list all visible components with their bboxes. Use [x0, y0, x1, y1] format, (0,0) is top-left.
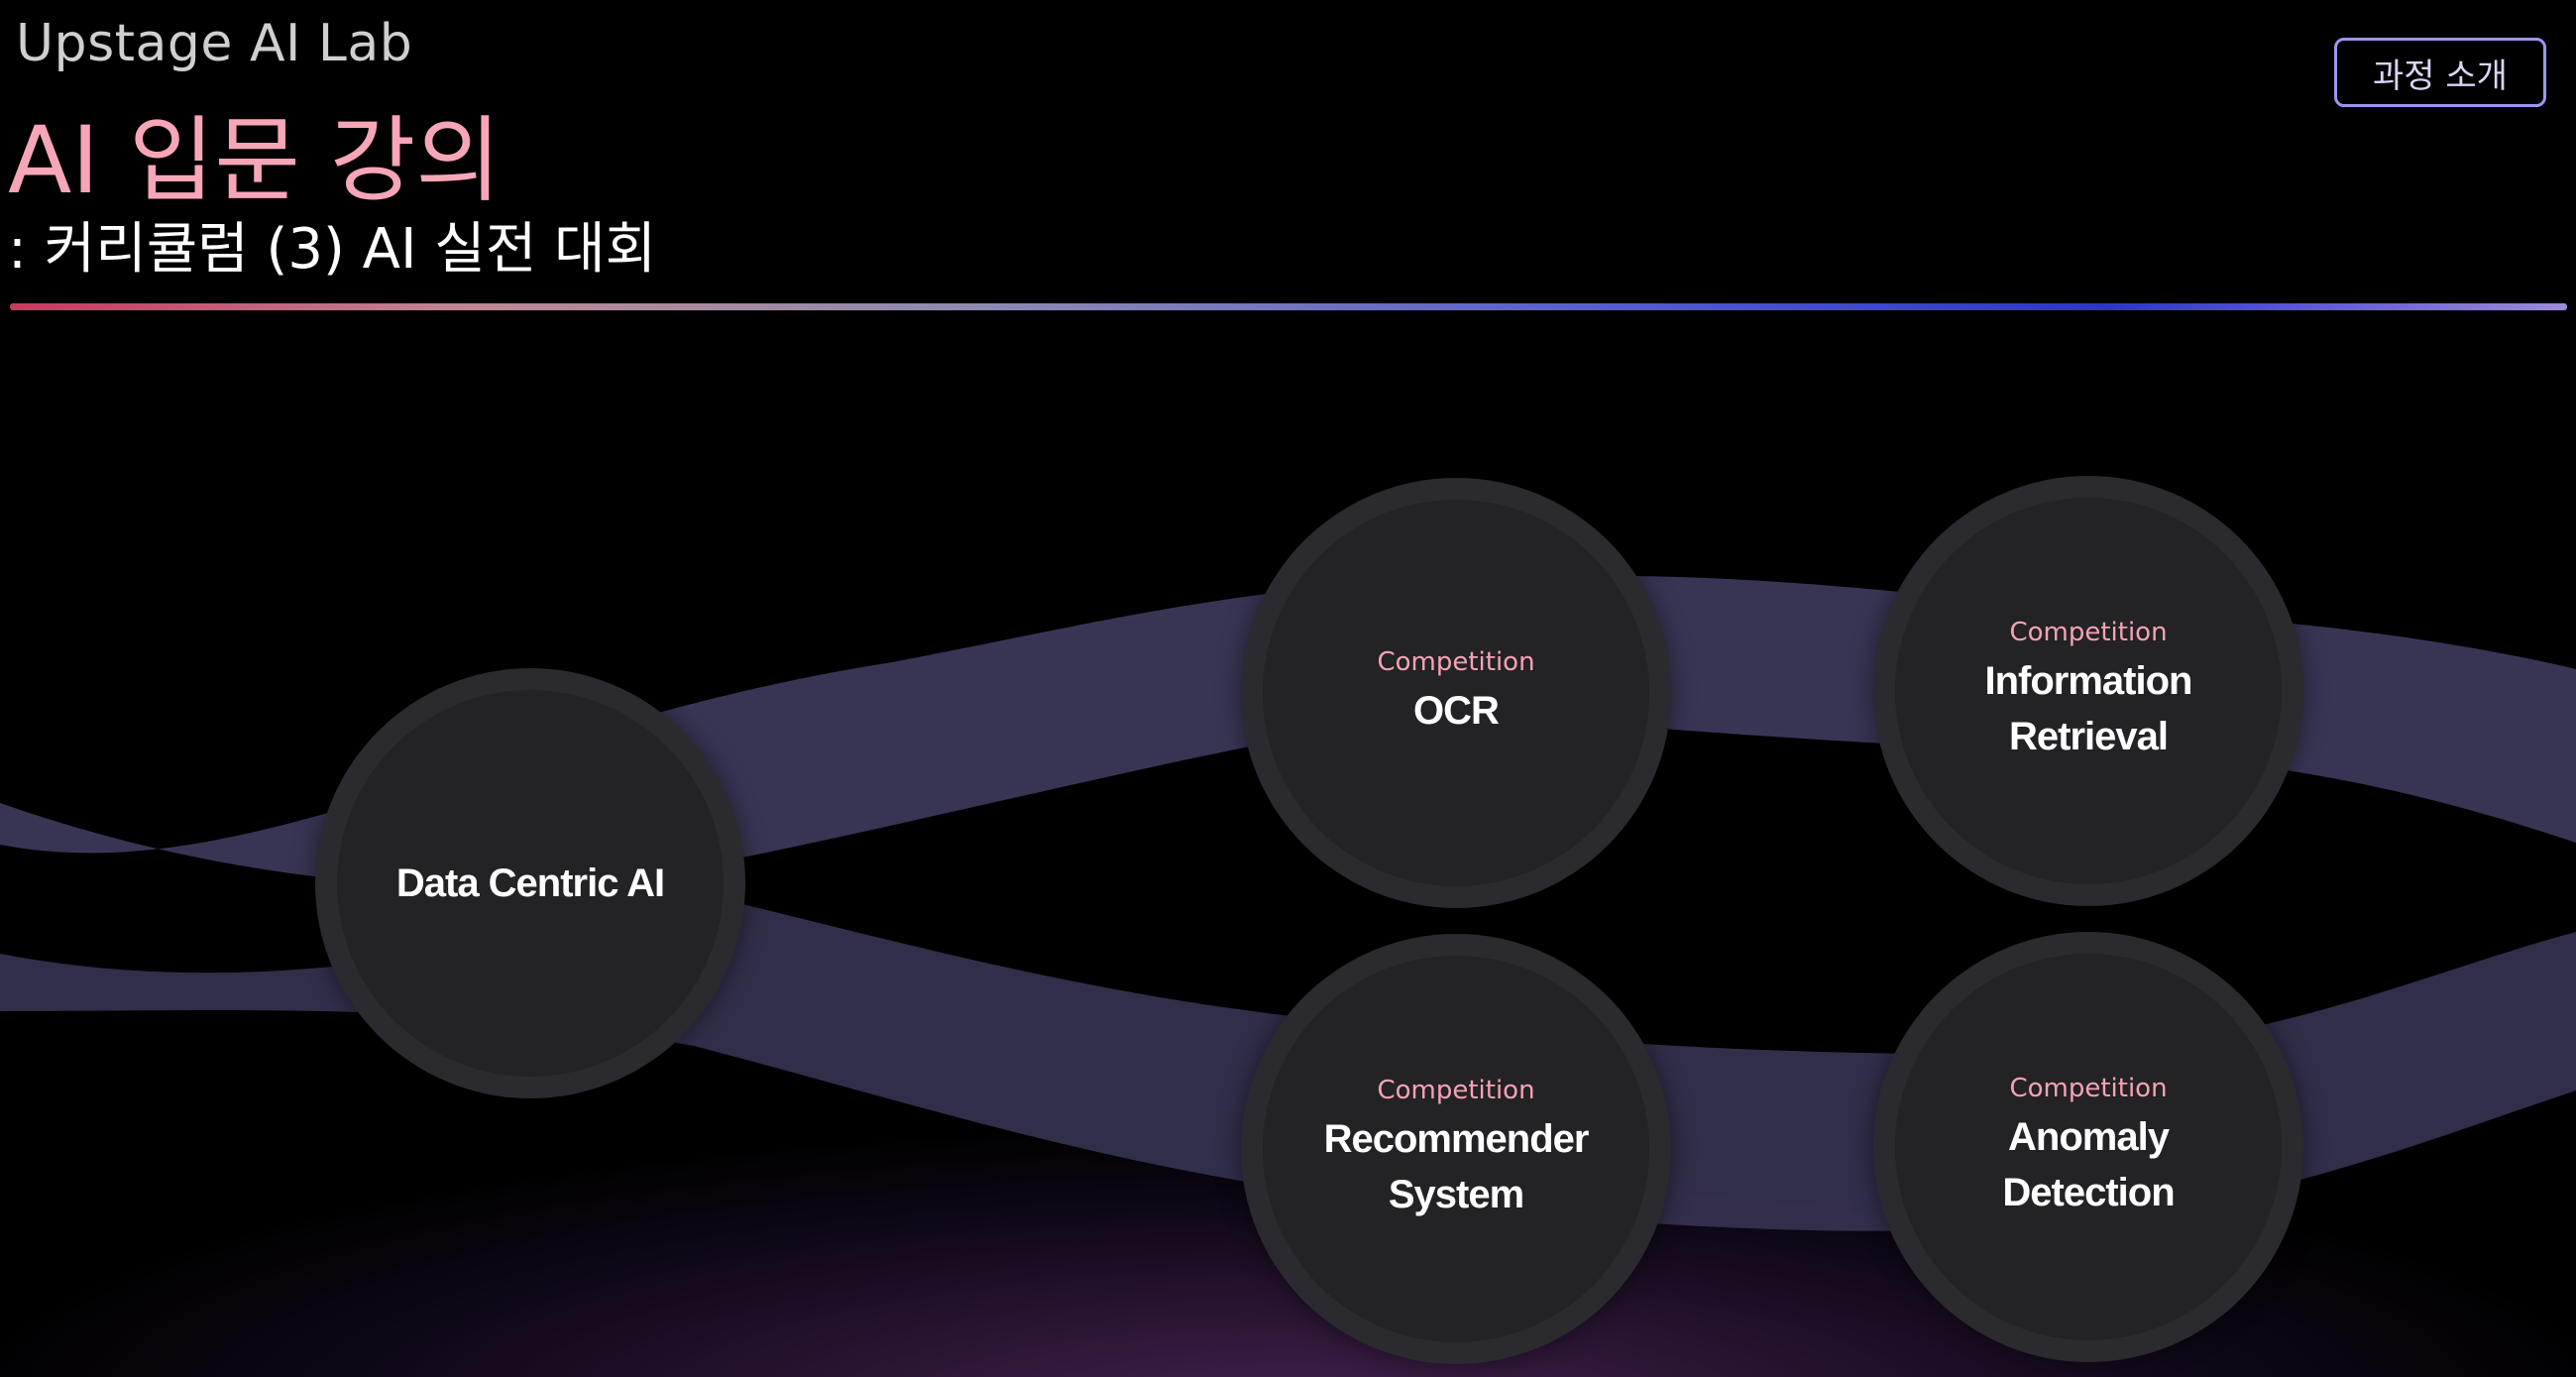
brand-label: Upstage AI Lab	[16, 14, 413, 73]
node-anomaly-detection[interactable]: Competition Anomaly Detection	[1895, 954, 2282, 1340]
node-data-centric-ai[interactable]: Data Centric AI	[337, 690, 724, 1077]
node-ocr[interactable]: Competition OCR	[1263, 500, 1649, 886]
node-recommender-system[interactable]: Competition Recommender System	[1263, 956, 1649, 1342]
page-subtitle: : 커리큘럼 (3) AI 실전 대회	[8, 217, 657, 282]
node-label: OCR	[1413, 689, 1500, 733]
node-label: Data Centric AI	[395, 861, 665, 905]
title-divider	[10, 303, 2567, 310]
node-tag: Competition	[2009, 1074, 2168, 1103]
node-label: Information Retrieval	[1984, 659, 2193, 758]
node-tag: Competition	[1377, 1076, 1535, 1105]
node-label: Recommender System	[1323, 1117, 1590, 1216]
page-title: AI 입문 강의	[8, 107, 502, 215]
node-information-retrieval[interactable]: Competition Information Retrieval	[1895, 498, 2282, 884]
course-intro-button[interactable]: 과정 소개	[2334, 38, 2546, 107]
node-tag: Competition	[1377, 647, 1535, 677]
node-label: Anomaly Detection	[2002, 1115, 2175, 1214]
node-tag: Competition	[2009, 618, 2168, 647]
